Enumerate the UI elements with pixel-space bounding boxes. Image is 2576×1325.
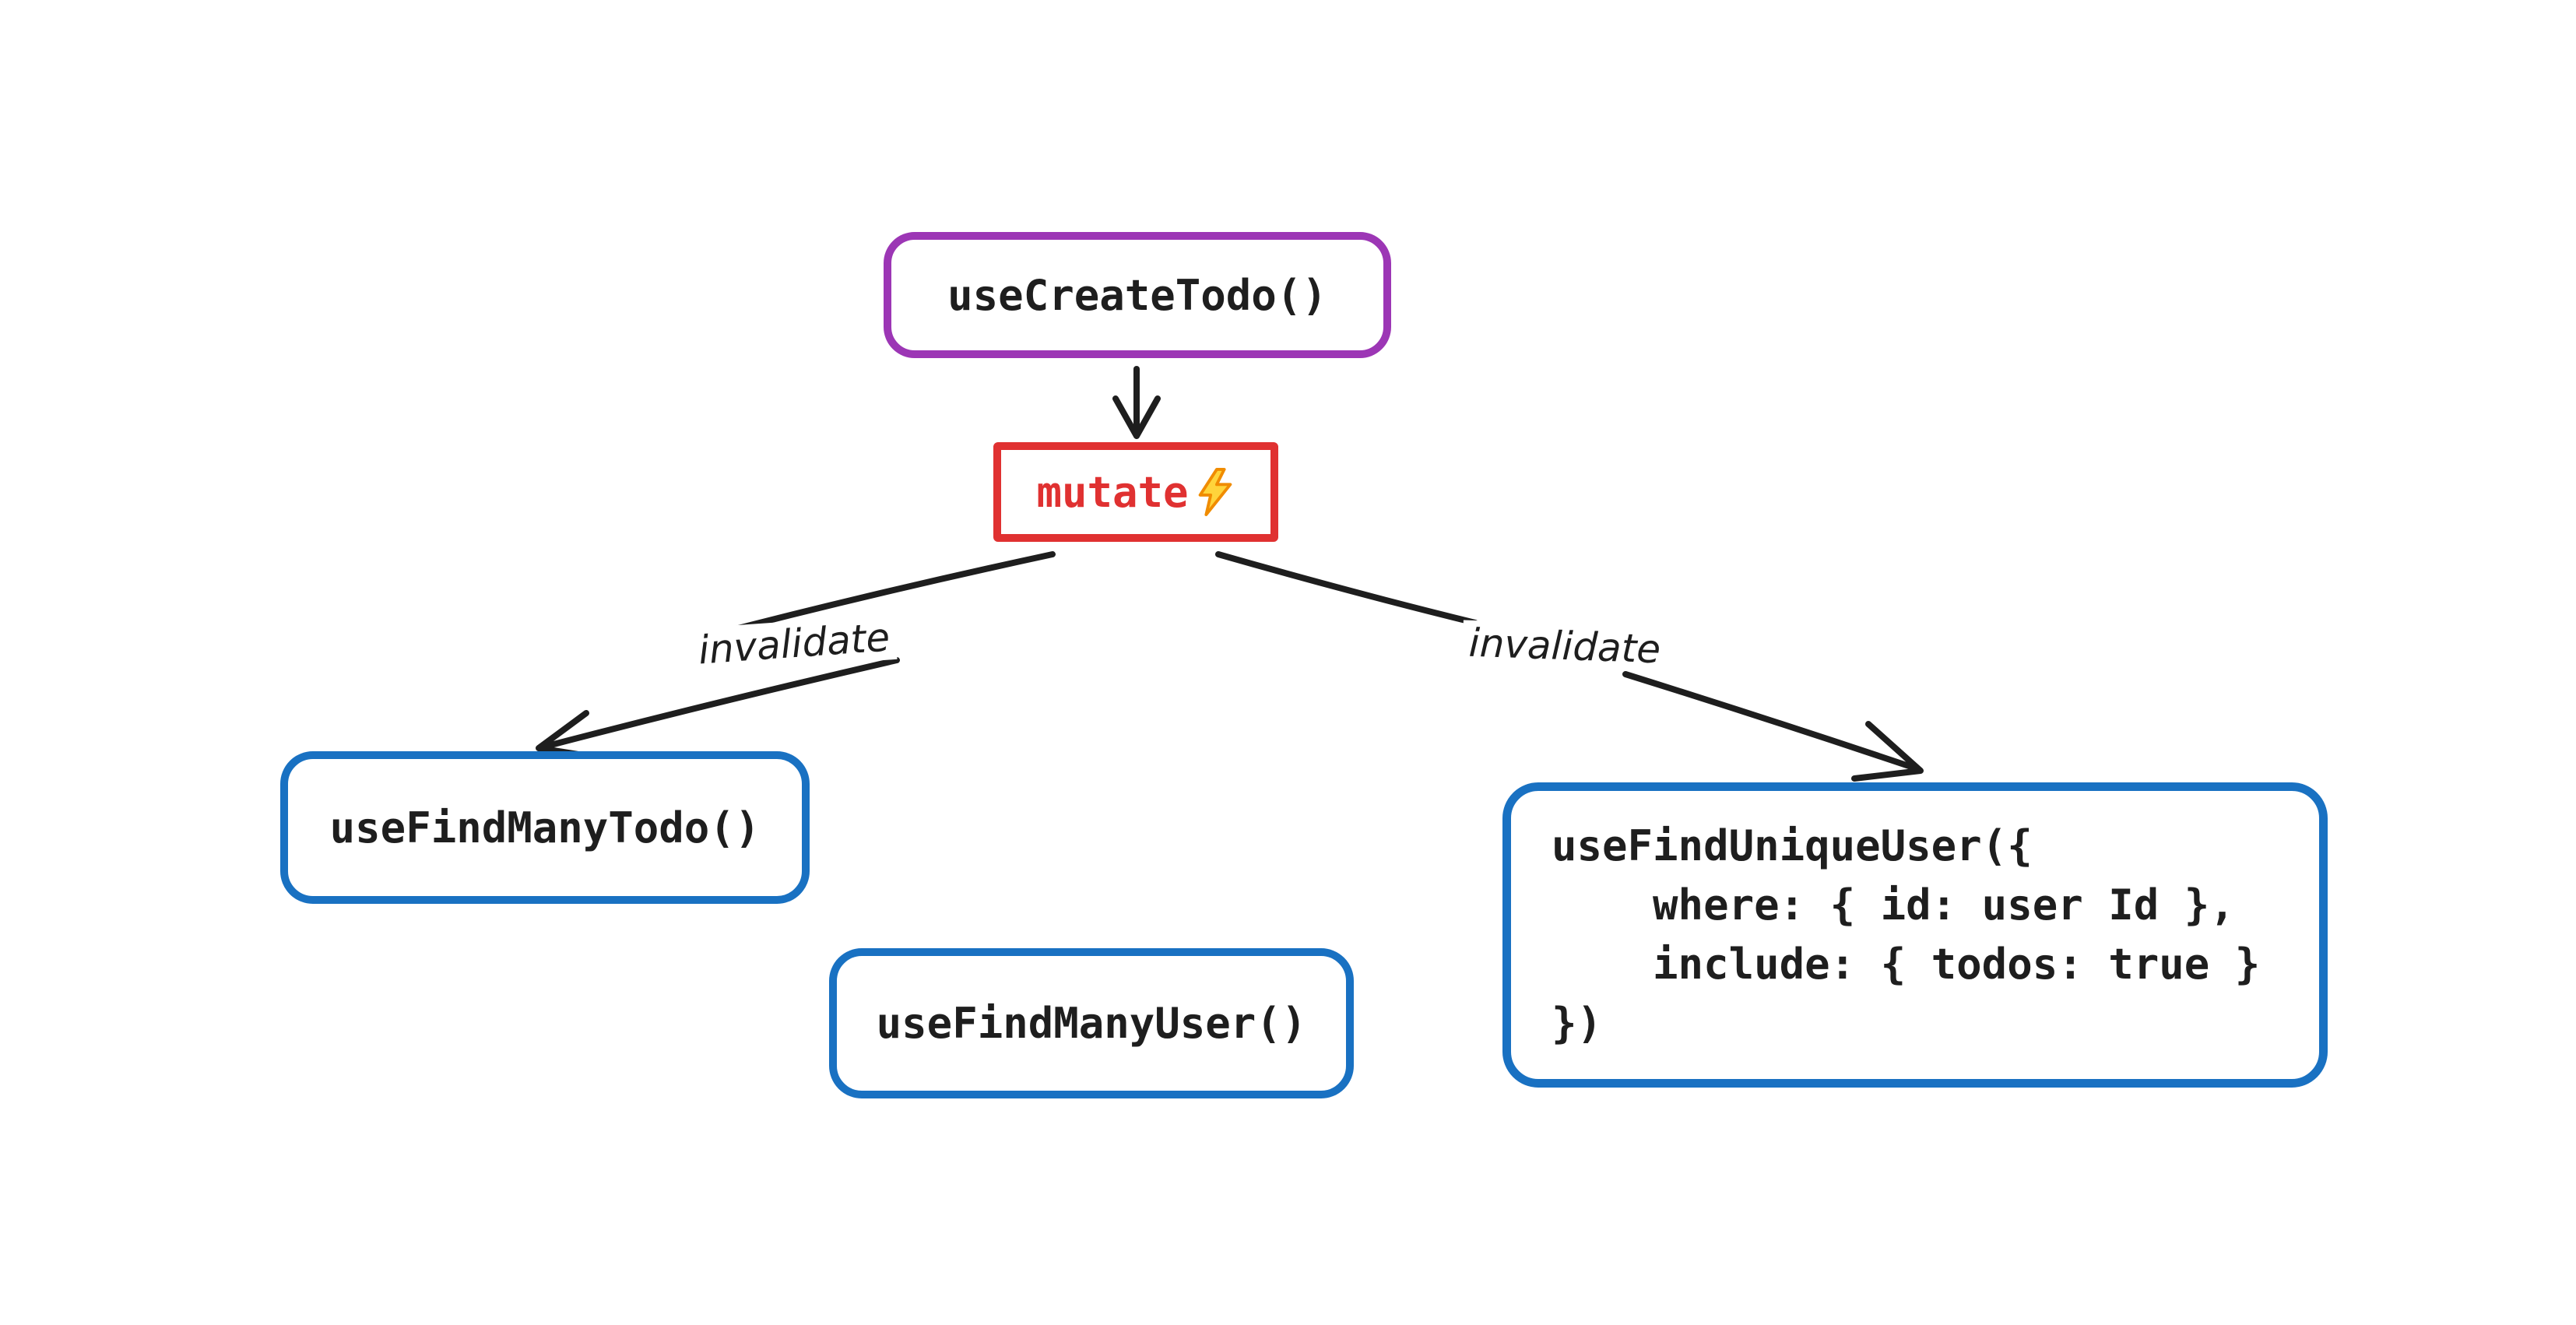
code-line-2: where: { id: user Id },: [1552, 880, 2235, 930]
node-use-find-many-todo: useFindManyTodo(): [280, 751, 810, 904]
edge-create-to-mutate-arrowhead: [1112, 395, 1161, 439]
node-mutate: mutate: [993, 442, 1278, 542]
node-use-create-todo-label: useCreateTodo(): [947, 270, 1327, 320]
edge-invalidate-right-arrowhead: [1851, 721, 1924, 782]
edge-create-to-mutate-arrow: [1112, 366, 1161, 439]
node-use-find-unique-user: useFindUniqueUser({ where: { id: user Id…: [1502, 782, 2328, 1088]
code-line-1: useFindUniqueUser({: [1552, 821, 2033, 870]
node-use-create-todo: useCreateTodo(): [884, 232, 1391, 358]
edge-invalidate-right-segment-1: [1215, 551, 1478, 626]
edge-label-invalidate-right: invalidate: [1461, 620, 1668, 673]
node-use-find-many-todo-label: useFindManyTodo(): [329, 803, 761, 852]
edge-invalidate-left-segment-2: [539, 657, 900, 750]
code-line-4: }): [1552, 999, 1603, 1048]
edge-invalidate-right-segment-2: [1622, 671, 1921, 772]
node-use-find-many-user-label: useFindManyUser(): [876, 999, 1307, 1048]
node-use-find-many-user: useFindManyUser(): [829, 948, 1354, 1098]
lightning-bolt-icon: [1198, 468, 1232, 516]
code-line-3: include: { todos: true }: [1552, 940, 2261, 989]
node-mutate-label: mutate: [1036, 467, 1189, 517]
edge-label-invalidate-left: invalidate: [691, 613, 898, 674]
